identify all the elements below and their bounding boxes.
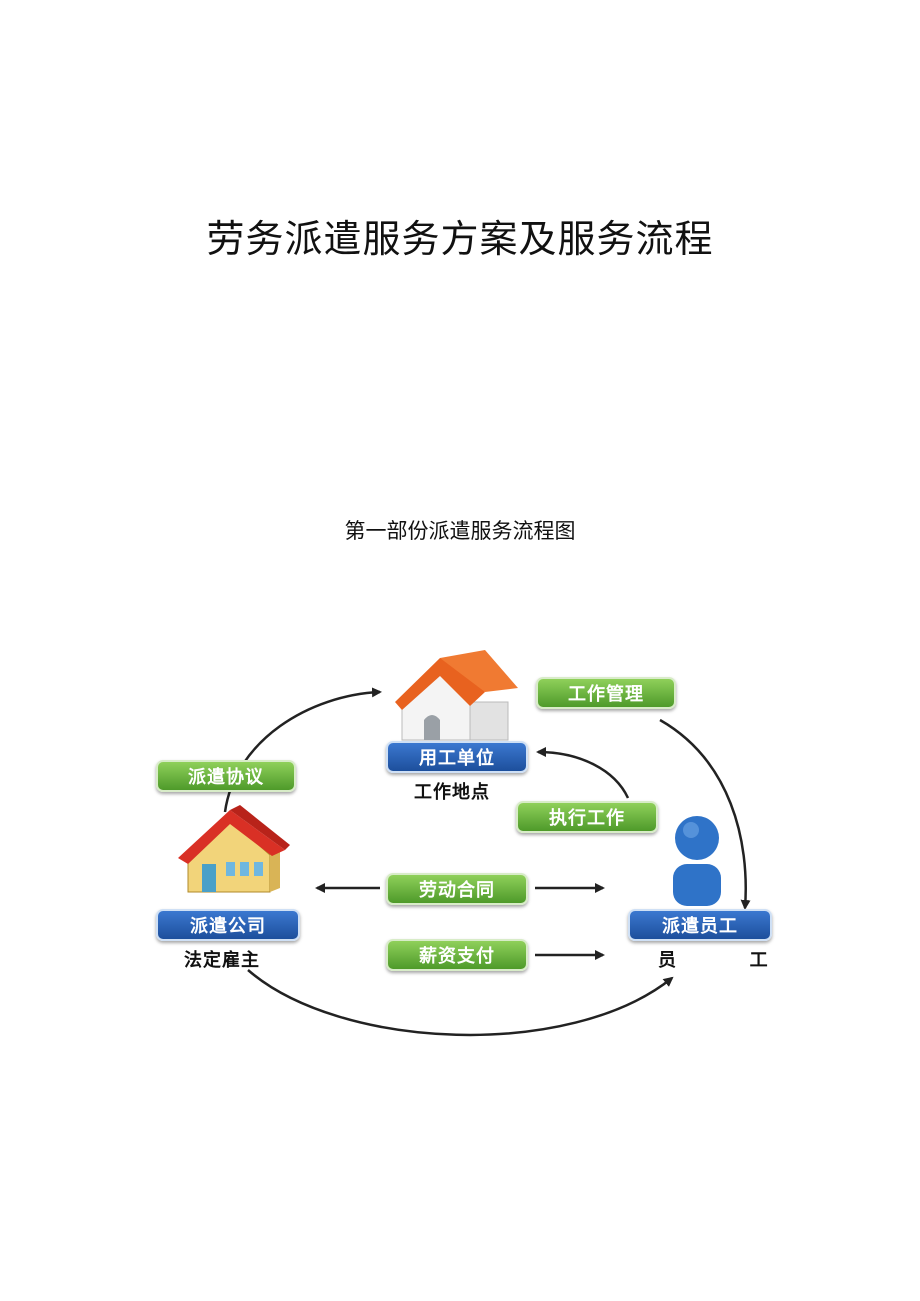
- node-agency-label: 派遣公司: [156, 909, 300, 941]
- node-agency-sublabel: 法定雇主: [184, 950, 260, 971]
- arrow-agency-to-client: [223, 687, 382, 813]
- arrow-agency-to-employee: [247, 969, 674, 1037]
- arrow-work-management: [659, 718, 751, 910]
- relation-perform-work: 执行工作: [516, 801, 658, 833]
- document-title: 劳务派遣服务方案及服务流程: [206, 217, 714, 261]
- node-client-label: 用工单位: [386, 741, 528, 773]
- relation-labor-contract: 劳动合同: [386, 873, 528, 905]
- house-red-roof-icon: [178, 805, 290, 893]
- relation-dispatch-agreement: 派遣协议: [156, 760, 296, 792]
- house-orange-roof-icon: [395, 650, 518, 741]
- relation-salary-payment: 薪资支付: [386, 939, 528, 971]
- arrow-perform-work: [536, 747, 630, 799]
- person-icon: [673, 816, 721, 906]
- node-employee-label: 派遣员工: [628, 909, 772, 941]
- dispatch-flow-diagram: 派遣协议 工作管理 执行工作 劳动合同 薪资支付 用工单位 工作地点 派遣公司 …: [140, 640, 790, 1050]
- node-client-sublabel: 工作地点: [414, 782, 490, 803]
- diagram-arrows: [178, 650, 751, 1037]
- relation-work-management: 工作管理: [536, 677, 676, 709]
- node-employee-sublabel: 员 工: [658, 950, 769, 971]
- section-title: 第一部份派遣服务流程图: [344, 519, 576, 543]
